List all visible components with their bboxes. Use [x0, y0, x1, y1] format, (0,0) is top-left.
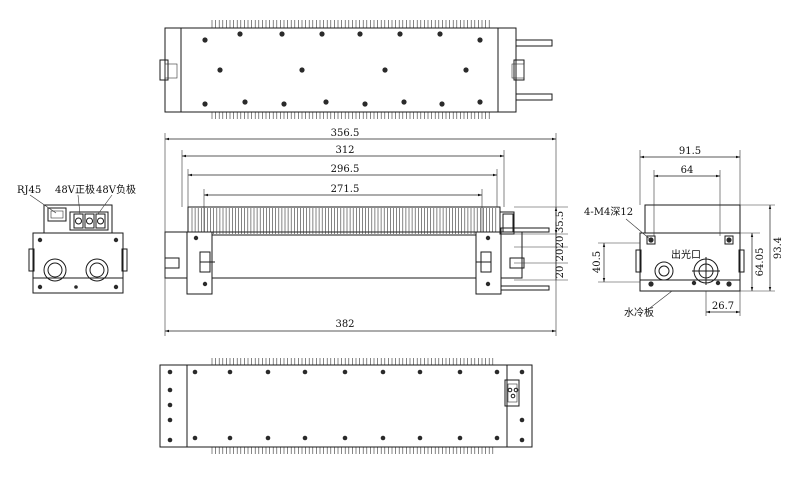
dim-20-b: 20 [555, 249, 566, 262]
dim-312: 312 [335, 145, 354, 156]
bottom-view [159, 358, 533, 454]
label-cold-plate: 水冷板 [624, 306, 654, 319]
dim-40-5: 40.5 [592, 251, 603, 273]
dim-296-5: 296.5 [331, 164, 360, 175]
front-view-fins [191, 208, 497, 234]
top-view-fins-bottom [211, 112, 490, 119]
label-tapped-holes: 4-M4深12 [584, 206, 633, 218]
dim-271-5: 271.5 [331, 184, 360, 195]
top-view [159, 20, 553, 119]
label-48v-positive: 48V正极 [55, 183, 95, 196]
top-view-screw-holes [202, 31, 483, 107]
front-view: 356.5 312 296.5 271.5 382 35.5 20 20 20 [164, 128, 568, 336]
dim-91-5: 91.5 [679, 146, 701, 157]
dim-20-c: 20 [555, 266, 566, 279]
dim-20-a: 20 [555, 236, 566, 249]
dim-356-5: 356.5 [331, 128, 360, 139]
top-view-fins-top [211, 20, 490, 28]
right-side-view: 91.5 64 93.4 64.05 40.5 26.7 4-M4深12 出光口… [584, 146, 784, 319]
left-side-view: RJ45 48V正极 48V负极 [17, 183, 136, 294]
label-48v-negative: 48V负极 [96, 183, 136, 196]
label-rj45: RJ45 [17, 185, 41, 196]
dim-35-5: 35.5 [555, 211, 566, 233]
bottom-view-fins [211, 358, 494, 454]
label-light-exit: 出光口 [671, 248, 701, 261]
dim-64: 64 [681, 165, 694, 176]
dim-382: 382 [335, 319, 354, 330]
dim-64-05: 64.05 [755, 248, 766, 277]
bottom-view-screw-holes [167, 369, 525, 443]
dim-93-4: 93.4 [773, 237, 784, 259]
dim-26-7: 26.7 [712, 301, 734, 312]
